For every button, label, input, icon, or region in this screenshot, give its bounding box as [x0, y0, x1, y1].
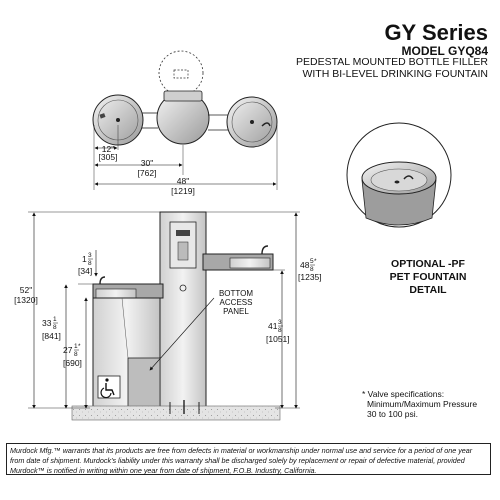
concrete-slab [71, 405, 281, 421]
dim-30-label: 30" [141, 158, 153, 168]
dim-12-mm: [305] [99, 152, 118, 162]
svg-text:8: 8 [310, 266, 314, 273]
dim-48-whole: 48 [300, 260, 310, 270]
svg-text:1: 1 [53, 316, 57, 323]
dim-48-mm: [1235] [298, 272, 322, 282]
valve-note-line2: Minimum/Maximum Pressure [367, 399, 478, 409]
right-drain [250, 120, 254, 124]
model-number: MODEL GYQ84 [401, 44, 488, 58]
svg-text:5: 5 [310, 258, 314, 265]
dim-41-whole: 41 [268, 321, 278, 331]
dim-48-label: 48" [177, 176, 189, 186]
valve-specifications-note: * Valve specifications: Minimum/Maximum … [362, 389, 480, 419]
access-panel-label-3: PANEL [223, 307, 249, 316]
dim-33-mm: [841] [42, 331, 61, 341]
dim-27-mm: [690] [63, 358, 82, 368]
product-description-line2: WITH BI-LEVEL DRINKING FOUNTAIN [302, 68, 488, 80]
dim-52-label: 52" [20, 285, 32, 295]
svg-text:8: 8 [74, 351, 78, 358]
svg-text:8: 8 [88, 260, 92, 267]
bottle-filler-dashed-outline [158, 50, 204, 96]
svg-text:*: * [314, 258, 317, 265]
valve-note-line3: 30 to 100 psi. [367, 409, 419, 419]
access-panel-label-2: ACCESS [220, 298, 253, 307]
series-title: GY Series [384, 20, 488, 45]
access-panel-label-1: BOTTOM [219, 289, 253, 298]
dim-52-mm: [1320] [14, 295, 38, 305]
svg-text:1: 1 [74, 343, 78, 350]
svg-text:3: 3 [278, 319, 282, 326]
svg-text:3: 3 [88, 252, 92, 259]
dim-1-3-8-mm: [34] [78, 266, 92, 276]
dim-41-mm: [1051] [266, 334, 290, 344]
dim-48-mm: [1219] [171, 186, 195, 196]
optional-label-line3: DETAIL [409, 284, 447, 296]
dim-1-3-8-whole: 1 [82, 254, 87, 264]
warranty-notice: Murdock Mfg.™ warrants that its products… [6, 443, 491, 475]
access-panel-leader [149, 297, 215, 371]
top-view: 12" [305] 30" [762] 48" [1219] [92, 50, 278, 196]
svg-text:8: 8 [278, 327, 282, 334]
pet-fountain-detail [346, 122, 452, 228]
bottom-access-panel [127, 357, 161, 411]
dim-27-whole: 27 [63, 345, 73, 355]
optional-label-line2: PET FOUNTAIN [389, 271, 467, 283]
dim-33-whole: 33 [42, 318, 52, 328]
left-drain [116, 118, 120, 122]
front-view: 52" [1320] 1 3 8 [34] 33 1 8 [841] 27 1 … [14, 211, 322, 421]
valve-note-line1: * Valve specifications: [362, 389, 445, 399]
svg-text:*: * [78, 343, 81, 350]
svg-text:8: 8 [53, 324, 57, 331]
optional-label-line1: OPTIONAL -PF [391, 258, 465, 270]
dim-30-mm: [762] [138, 168, 157, 178]
accessibility-icon [97, 375, 121, 399]
optional-pet-fountain-label: OPTIONAL -PF PET FOUNTAIN DETAIL [378, 258, 478, 297]
product-description-line1: PEDESTAL MOUNTED BOTTLE FILLER [296, 56, 488, 68]
dim-12-label: 12" [102, 144, 114, 154]
